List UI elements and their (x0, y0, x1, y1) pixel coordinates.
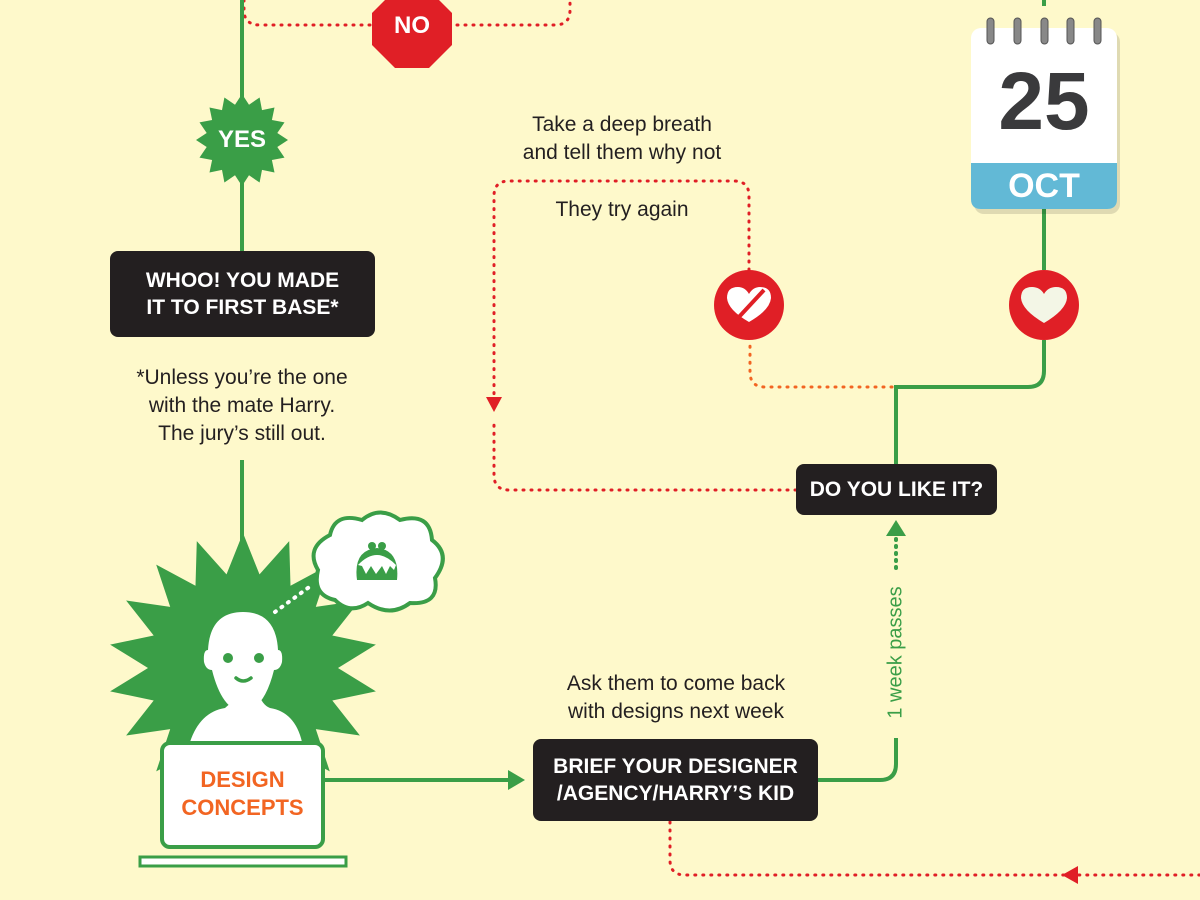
design-concepts-label: DESIGN CONCEPTS (181, 767, 304, 820)
arrow-right-icon (508, 770, 525, 790)
return-path (668, 820, 1200, 877)
do-you-like-it-box: DO YOU LIKE IT? (796, 464, 997, 515)
brief-note: Ask them to come back with designs next … (566, 672, 786, 723)
arrow-up-icon (886, 520, 906, 536)
dislike-note: Take a deep breath and tell them why not (522, 113, 722, 164)
first-base-box: WHOO! YOU MADE IT TO FIRST BASE* (110, 251, 375, 337)
footnote: *Unless you’re the one with the mate Har… (136, 366, 348, 445)
calendar-icon (971, 17, 1120, 214)
no-label: NO (394, 12, 430, 39)
week-passes-label: 1 week passes (884, 586, 907, 719)
yes-label: YES (217, 126, 267, 153)
yes-path (894, 340, 1046, 464)
try-again-path (492, 179, 751, 402)
arrow-left-icon (1062, 866, 1078, 884)
calendar-month: OCT (1008, 167, 1080, 205)
stop-octagon (372, 0, 452, 68)
heart-icon (1009, 270, 1079, 340)
no-like-path (748, 338, 894, 389)
starburst-shape (196, 94, 288, 186)
flow-line (818, 738, 898, 782)
person-icon (190, 612, 302, 742)
brief-designer-box: BRIEF YOUR DESIGNER /AGENCY/HARRY’S KID (533, 739, 818, 821)
laptop-icon (138, 741, 348, 868)
calendar-day: 25 (998, 56, 1090, 147)
yes-starburst (196, 94, 288, 186)
thought-cloud (273, 510, 445, 614)
try-again-note: They try again (555, 198, 689, 221)
broken-heart-icon (714, 270, 784, 340)
christmas-pudding-icon (356, 542, 398, 580)
